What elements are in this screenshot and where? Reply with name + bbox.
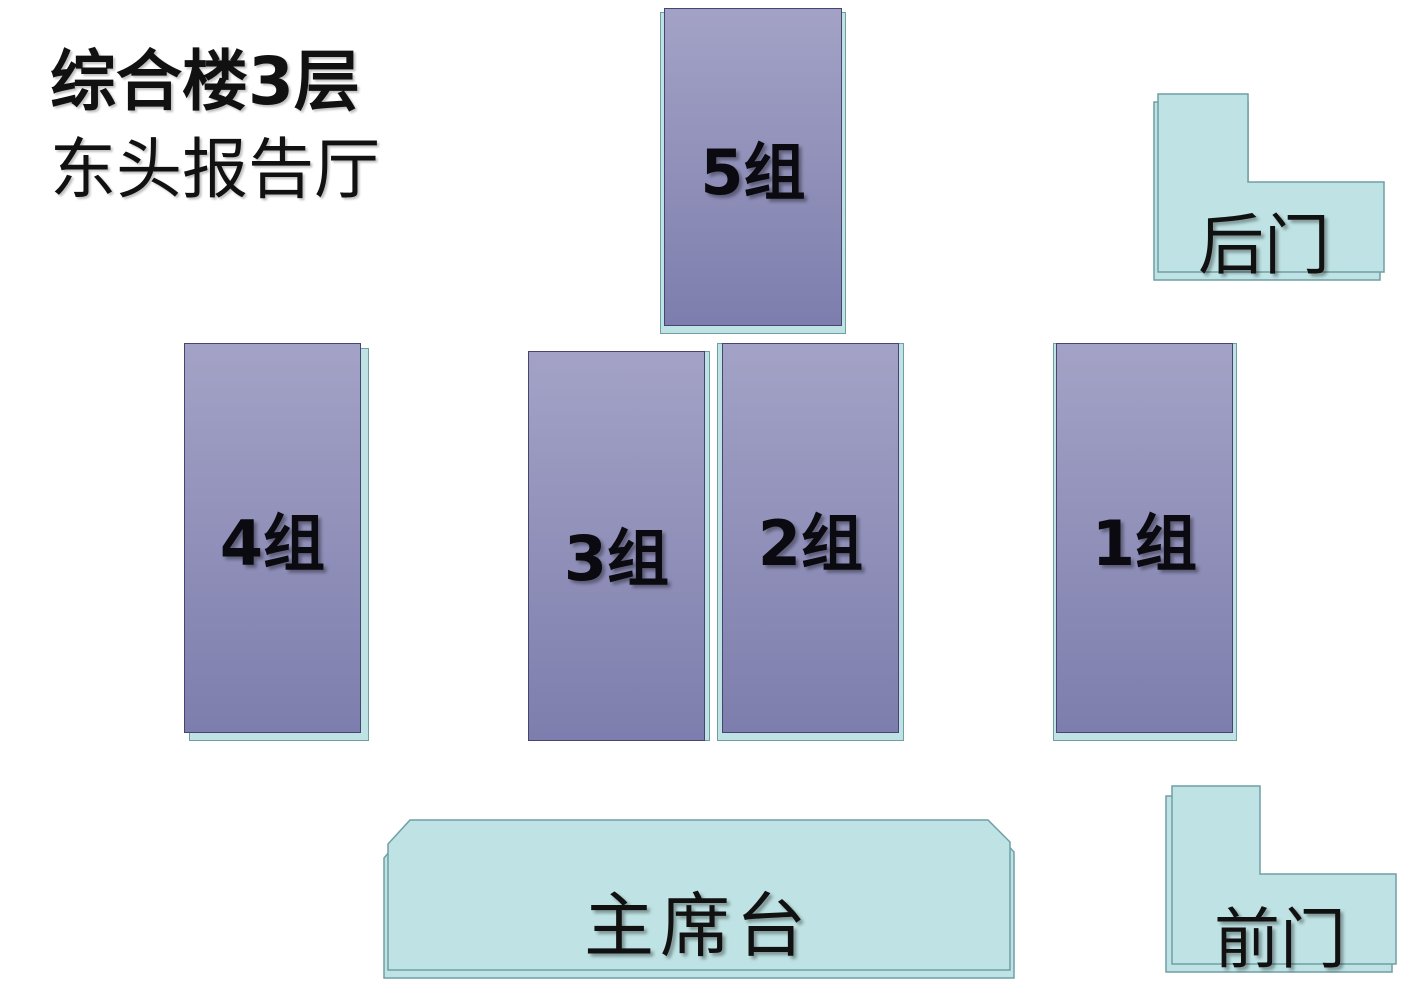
group-4-face: 4组 xyxy=(184,343,361,733)
podium: 主席台 xyxy=(380,818,1016,982)
title-line-1: 综合楼3层 xyxy=(50,43,360,120)
front-door: 前门 xyxy=(1165,785,1398,978)
group-1-block: 1组 xyxy=(1053,343,1237,741)
group-2-label: 2组 xyxy=(757,507,864,580)
group-3-block: 3组 xyxy=(528,351,710,741)
group-4-label: 4组 xyxy=(219,507,326,580)
group-2-block: 2组 xyxy=(717,343,904,741)
group-5-face: 5组 xyxy=(664,8,842,326)
group-5-label: 5组 xyxy=(700,136,806,209)
podium-shape xyxy=(383,819,1015,979)
podium-label: 主席台 xyxy=(584,885,812,967)
group-2-face: 2组 xyxy=(722,343,899,733)
back-door-shape xyxy=(1153,93,1385,281)
group-1-face: 1组 xyxy=(1056,343,1233,733)
diagram-title: 综合楼3层 东头报告厅 xyxy=(50,38,380,214)
group-1-label: 1组 xyxy=(1091,507,1198,580)
group-4-block: 4组 xyxy=(184,343,369,741)
group-3-face: 3组 xyxy=(528,351,705,741)
group-5-block: 5组 xyxy=(660,8,846,334)
front-door-label: 前门 xyxy=(1214,901,1346,978)
front-door-shape xyxy=(1165,785,1397,973)
group-3-label: 3组 xyxy=(563,522,670,595)
back-door: 后门 xyxy=(1153,93,1386,284)
title-line-2: 东头报告厅 xyxy=(50,131,380,208)
back-door-label: 后门 xyxy=(1198,207,1330,284)
